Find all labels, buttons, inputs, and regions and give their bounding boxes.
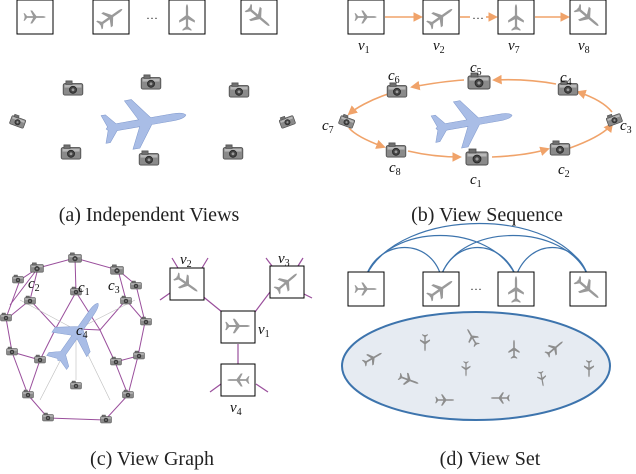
airplane-model <box>428 91 517 153</box>
view-thumbnail <box>242 1 275 33</box>
camera-icon <box>277 112 297 130</box>
camera-label: c3 <box>620 118 632 136</box>
view-frame <box>16 0 54 35</box>
view-frame <box>569 0 607 35</box>
camera-icon <box>110 264 124 275</box>
view-label: v1 <box>358 38 370 56</box>
caption-c: (c) View Graph <box>90 448 214 470</box>
panel-a: ··· <box>8 0 297 166</box>
view-thumbnail <box>424 2 458 33</box>
camera-label: c8 <box>389 160 401 178</box>
view-frame <box>497 0 535 35</box>
camera-icon <box>130 280 142 290</box>
orbit-arrow <box>348 127 386 149</box>
camera-icon <box>549 140 571 156</box>
view-frame <box>92 0 130 35</box>
camera-label: c4 <box>560 70 572 88</box>
orbit-arrow <box>407 150 462 162</box>
view-frame <box>240 0 278 35</box>
set-arcs <box>365 222 589 277</box>
camera-label: c1 <box>470 172 482 190</box>
view-thumbnail <box>179 4 195 31</box>
view-label: v2 <box>180 252 192 270</box>
camera-icon <box>12 274 24 284</box>
camera-icon <box>62 80 84 96</box>
camera-icon <box>140 74 162 90</box>
panel-d: ··· <box>341 222 611 421</box>
view-thumbnail <box>354 10 377 24</box>
ellipsis: ··· <box>472 11 484 25</box>
camera-icon <box>337 112 357 130</box>
camera-icon <box>100 414 112 424</box>
orbit-arrow <box>491 146 550 158</box>
view-frame <box>168 0 206 35</box>
view-thumbnail <box>23 10 46 24</box>
caption-a: (a) Independent Views <box>58 204 240 226</box>
camera-icon <box>34 354 46 364</box>
view-thumbnail <box>508 4 524 31</box>
orbit-arrow <box>569 122 614 149</box>
camera-label: c2 <box>28 276 40 294</box>
view-set-ellipse <box>341 311 611 421</box>
camera-icon <box>140 316 152 326</box>
view-label: v8 <box>578 38 590 56</box>
view-label: v4 <box>230 400 242 418</box>
camera-icon <box>122 389 134 399</box>
camera-label: c1 <box>78 280 90 298</box>
view-label: v7 <box>508 38 520 56</box>
camera-icon <box>68 252 82 263</box>
orbit-arrow <box>576 89 613 113</box>
panel-c: c2 c1 c3 c4 v2 <box>0 251 313 424</box>
camera-label: c3 <box>108 278 120 296</box>
airplane-model <box>98 90 191 155</box>
caption-b: (b) View Sequence <box>411 204 563 226</box>
camera-label: c6 <box>388 68 400 86</box>
orbit-arrow <box>347 93 389 116</box>
view-frame <box>422 0 460 35</box>
orbit-arrow <box>492 74 557 85</box>
camera-icon <box>222 144 244 160</box>
camera-icon <box>110 356 122 366</box>
camera-label: c4 <box>76 323 88 341</box>
camera-icon <box>120 295 132 305</box>
ellipsis: ··· <box>470 282 482 296</box>
camera-icon <box>24 295 36 305</box>
orbit-arrow <box>410 79 465 91</box>
camera-icon <box>138 150 160 166</box>
camera-icon <box>60 144 82 160</box>
caption-d: (d) View Set <box>439 448 541 470</box>
camera-label: c2 <box>558 162 570 180</box>
camera-label: c7 <box>322 118 334 136</box>
camera-icon <box>70 380 82 390</box>
camera-icon <box>30 262 44 273</box>
view-thumbnail <box>94 2 128 33</box>
ellipsis: ··· <box>146 11 158 25</box>
camera-icon <box>8 112 28 130</box>
view-frame <box>347 0 385 35</box>
camera-icon <box>22 389 34 399</box>
view-label: v3 <box>278 251 290 269</box>
camera-icon <box>385 142 407 158</box>
camera-icon <box>42 412 54 422</box>
view-strip-a <box>16 0 278 35</box>
camera-icon <box>465 148 489 166</box>
panel-b: ··· v1 v2 v7 v8 c1 c2 <box>322 0 632 190</box>
camera-icon <box>6 346 18 356</box>
camera-icon <box>0 312 12 322</box>
view-thumbnail <box>571 1 604 33</box>
camera-icon <box>228 82 250 98</box>
camera-label: c5 <box>470 60 482 78</box>
view-label: v1 <box>258 322 270 340</box>
view-label: v2 <box>433 38 445 56</box>
